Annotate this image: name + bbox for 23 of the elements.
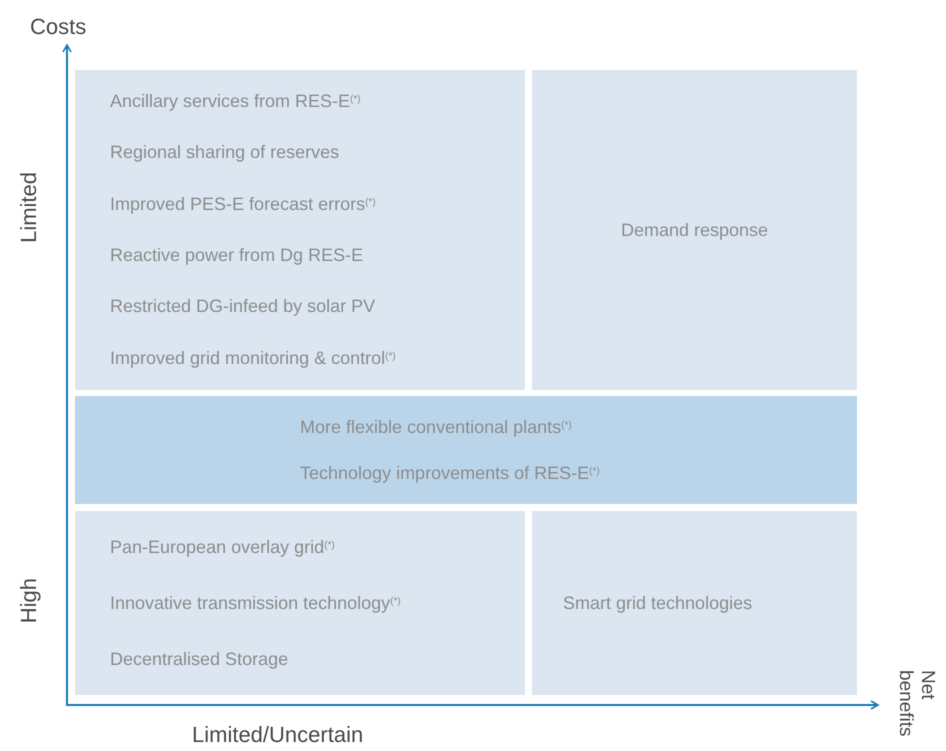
measure-text: Improved grid monitoring & control$^{(*)}$ [110,346,397,370]
measure-text: Demand response [620,218,768,242]
measure-text: Pan-European overlay grid$^{(*)}$ [110,536,336,559]
measure-text: Technology improvements of RES-E$^{(*)}$ [300,462,601,485]
category-panel [532,511,857,695]
measure-text: Decentralised Storage [110,648,290,671]
measure-text: Innovative transmission technology$^{(*)}$ [110,592,402,615]
category-panel [532,70,857,390]
axis-label: Net benefits [894,670,938,739]
measure-text: Regional sharing of reserves [110,141,340,164]
measure-text: More flexible conventional plants$^{(*)}$ [300,416,573,439]
measure-text: Restricted DG-infeed by solar PV [110,295,376,318]
measure-text: Improved PES-E forecast errors$^{(*)}$ [110,192,377,216]
measure-text: Smart grid technologies [563,592,754,615]
category-panel [75,396,857,504]
axis-label: High [15,578,42,624]
measure-text: Ancillary services from RES-E$^{(*)}$ [110,90,362,114]
axis-label: Limited [15,172,42,243]
measure-text: Reactive power from Dg RES-E [110,244,364,268]
axis-label: Costs [30,13,86,41]
category-panel [75,511,525,695]
category-panel [75,70,525,390]
axis-label: Limited/Uncertain [192,721,364,749]
